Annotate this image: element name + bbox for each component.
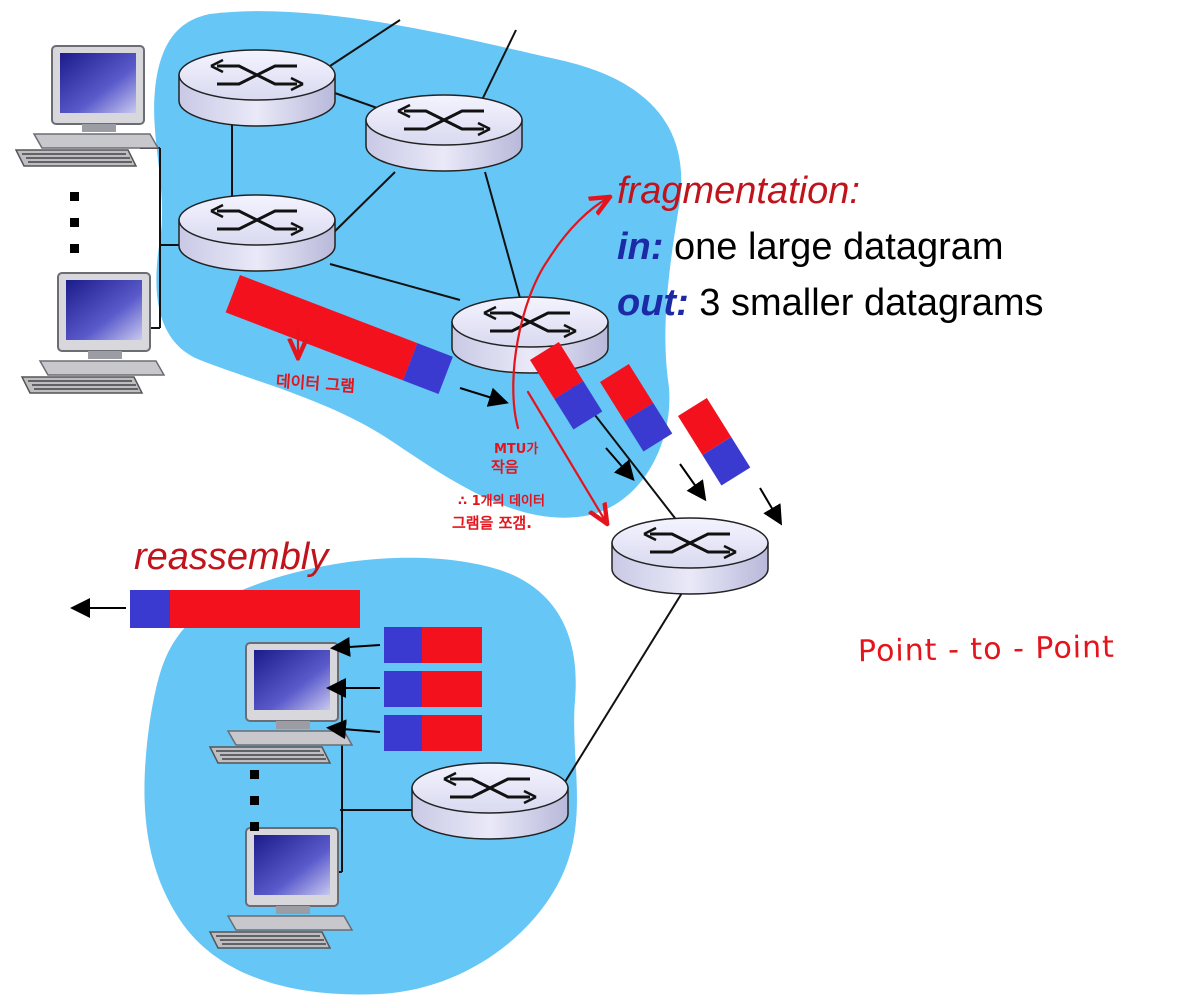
- fragmentation-title: fragmentation:: [617, 170, 860, 212]
- out-description: 3 smaller datagrams: [688, 282, 1044, 324]
- fragmentation-out-line: out: 3 smaller datagrams: [617, 282, 1044, 325]
- arriving-fragment: [384, 627, 482, 663]
- fragmentation-in-line: in: one large datagram: [617, 226, 1004, 269]
- in-keyword: in:: [617, 226, 664, 268]
- note-small: 작음: [491, 458, 519, 476]
- desktop-computer-icon: [15, 45, 159, 167]
- fragment-3: [678, 397, 751, 486]
- fragment-arrow: [326, 719, 381, 740]
- note-point-to-point: Point - to - Point: [857, 629, 1116, 670]
- fragment-arrow: [605, 447, 635, 482]
- fragment-arrow: [759, 487, 783, 526]
- fragment-arrow: [679, 463, 707, 502]
- note-mtu: MTU가: [494, 442, 539, 457]
- reassembled-datagram: [130, 590, 360, 628]
- router-icon: [610, 516, 770, 596]
- router-icon: [450, 295, 610, 375]
- desktop-computer-icon: [21, 272, 165, 394]
- arriving-fragment: [384, 671, 482, 707]
- datagram-arrow: [459, 387, 509, 407]
- large-datagram: [225, 275, 453, 395]
- router-icon: [410, 761, 570, 841]
- reassembly-title: reassembly: [134, 536, 329, 578]
- note-split-line2: 그램을 쪼갬.: [452, 514, 532, 532]
- ellipsis-dots-icon: [250, 770, 259, 831]
- note-split-line1: ∴ 1개의 데이터: [458, 494, 545, 509]
- router-icon: [177, 48, 337, 128]
- ellipsis-dots-icon: [70, 192, 79, 253]
- router-icon: [177, 193, 337, 273]
- arriving-fragment: [384, 715, 482, 751]
- handwritten-annotation-strokes: [298, 198, 608, 522]
- in-description: one large datagram: [663, 226, 1004, 268]
- fragment-1: [530, 341, 603, 430]
- fragment-2: [600, 363, 673, 452]
- out-keyword: out:: [617, 282, 689, 324]
- router-icon: [364, 93, 524, 173]
- fragment-arrow: [330, 636, 381, 657]
